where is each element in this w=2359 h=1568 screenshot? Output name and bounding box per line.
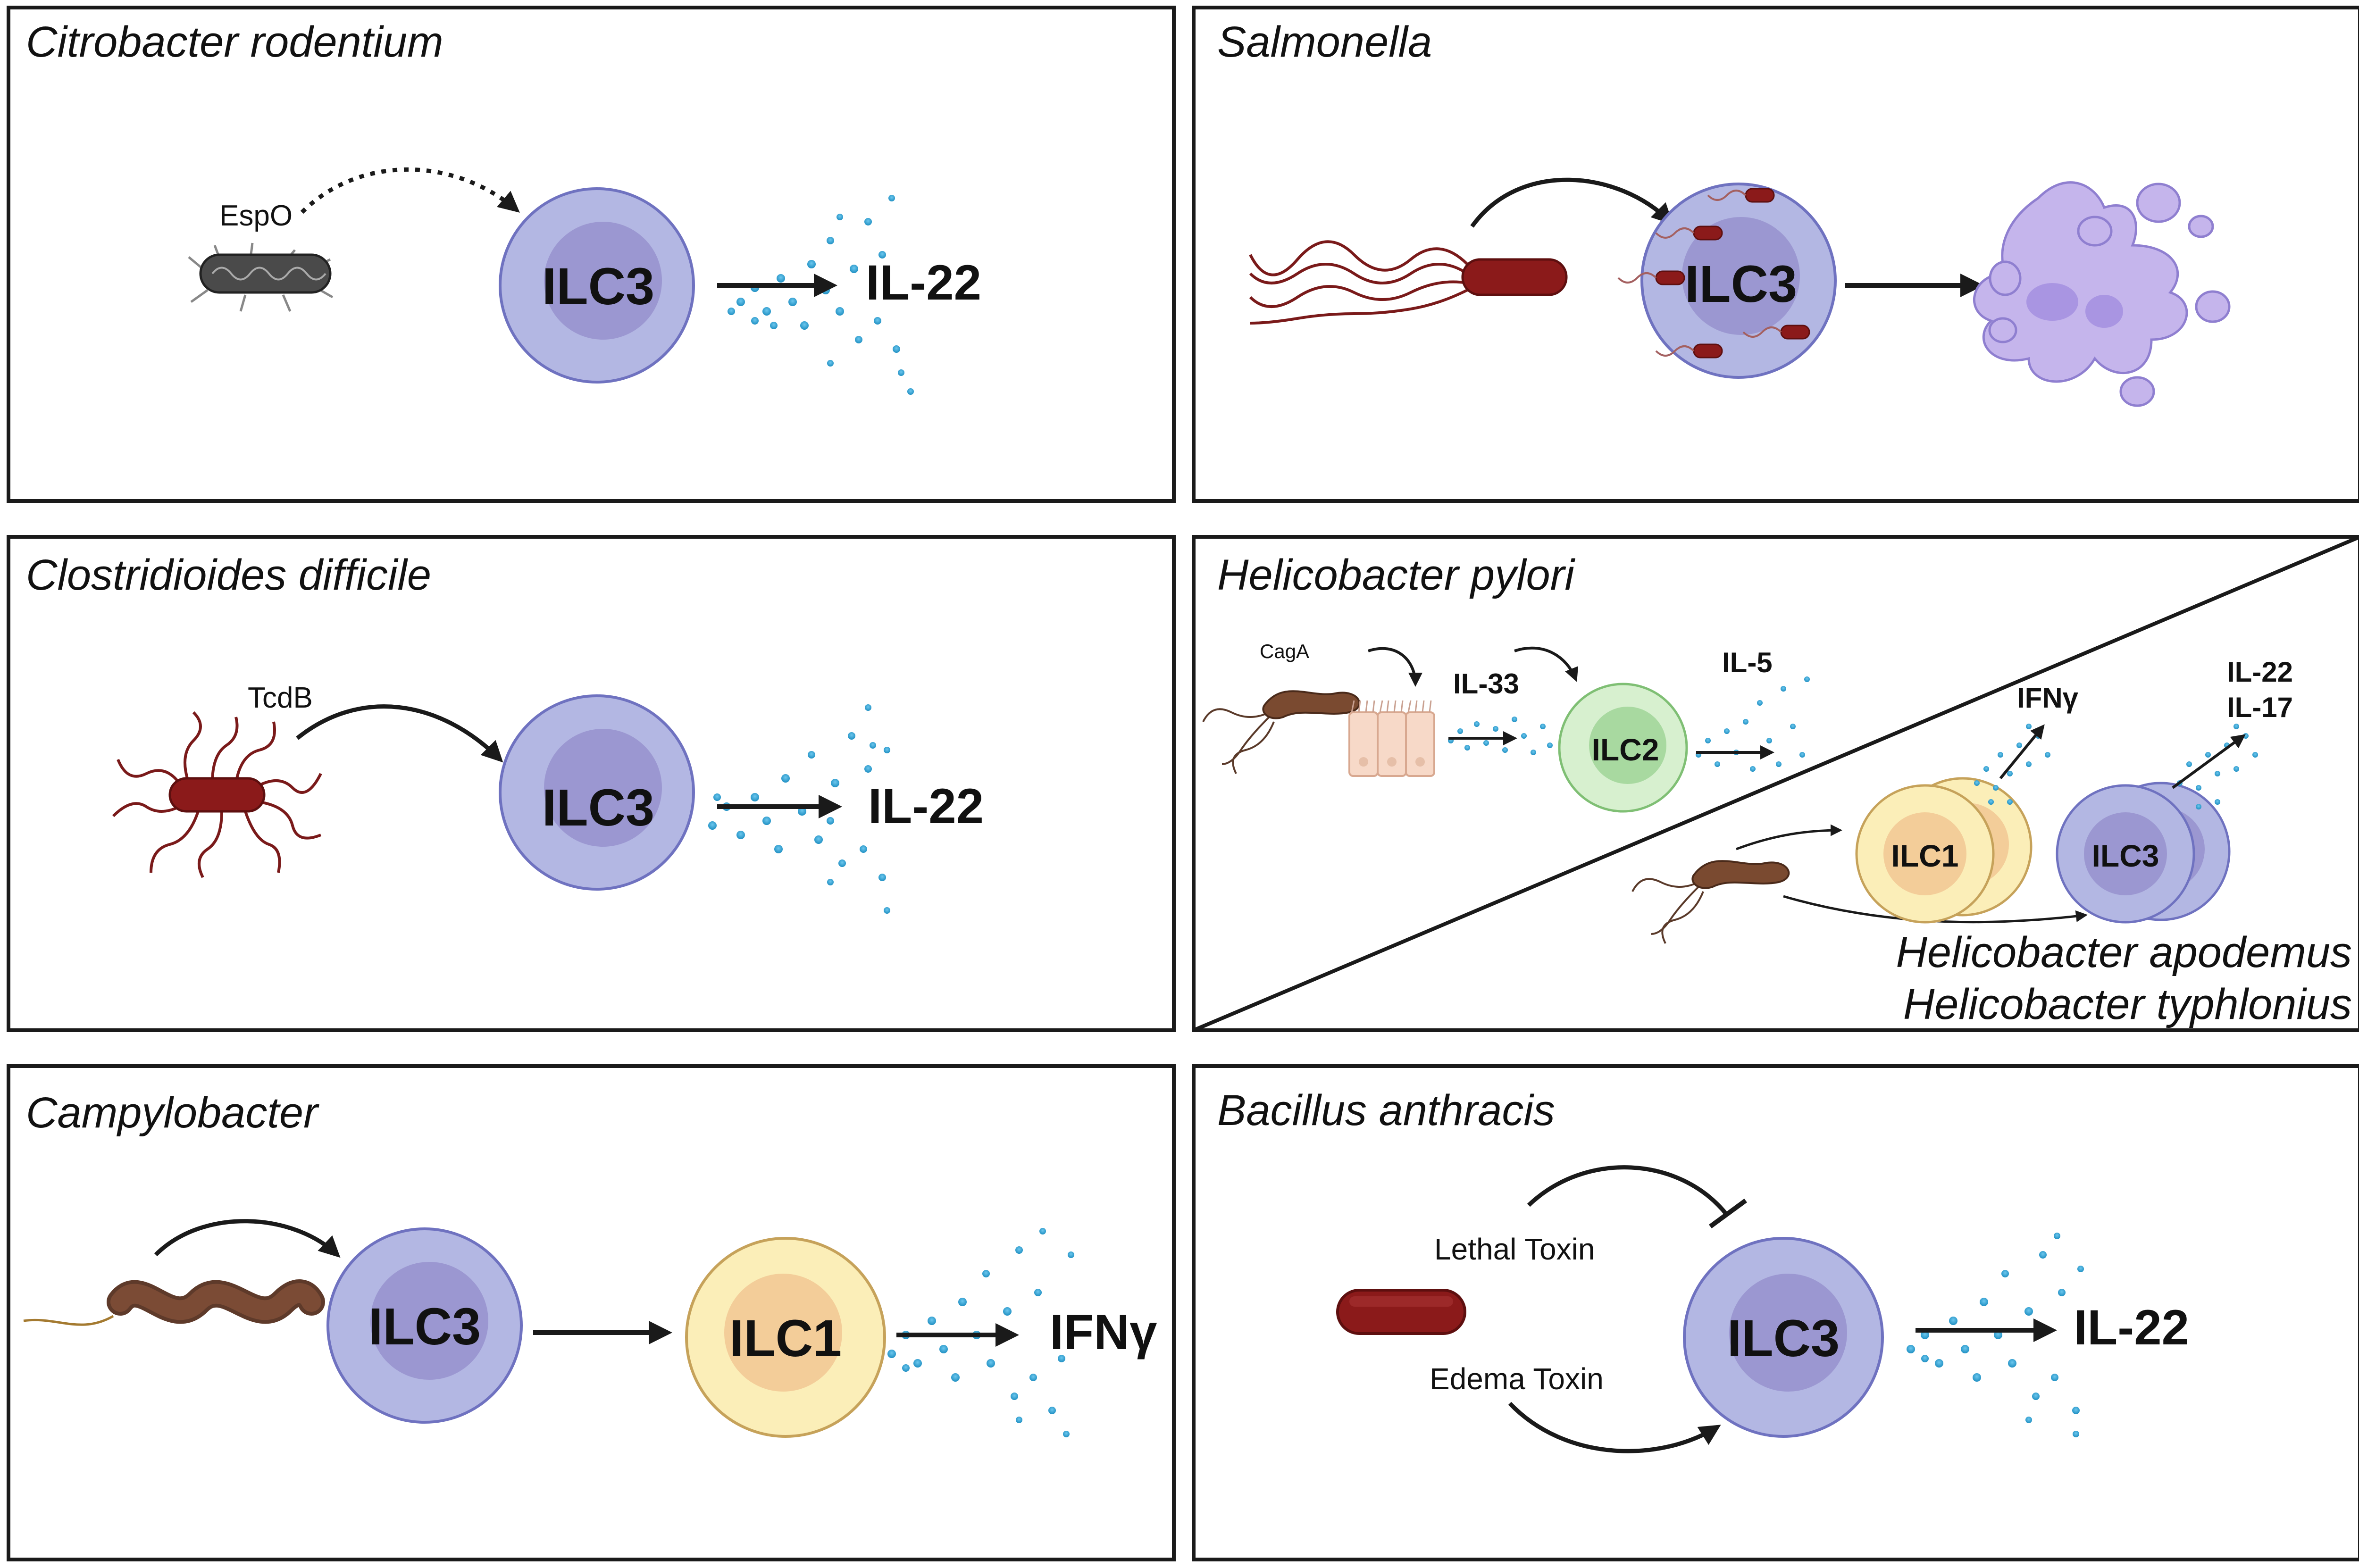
- cell-label: ILC3: [1727, 1309, 1840, 1368]
- alarmin-to-ilc2-arrow: [1514, 646, 1578, 682]
- to-ilc3-arrow: [1783, 895, 2088, 924]
- inhibition-arrow: [1527, 1165, 1729, 1216]
- cytokine-label: IL-22: [2074, 1300, 2189, 1355]
- cell-label: ILC3: [2091, 838, 2159, 873]
- panel-title: Campylobacter: [26, 1089, 319, 1137]
- panel-campylobacter: Campylobacter ILC3 ILC1 IFNγ: [7, 1064, 1176, 1561]
- panel-salmonella: Salmonella ILC3: [1192, 6, 2359, 503]
- panel-anthracis: Bacillus anthracis Lethal Toxin Edema To…: [1192, 1064, 2359, 1561]
- flagellated-bacterium-icon: [1249, 240, 1568, 325]
- cell-label: ILC3: [542, 779, 654, 837]
- induction-arrow: [300, 167, 520, 214]
- helicobacter-bacterium-icon: [1631, 860, 1790, 944]
- dying-cell-icon: [1973, 181, 2231, 407]
- peritrichous-bacterium-icon: [112, 711, 322, 878]
- inhibition-bar: [1709, 1198, 1747, 1229]
- cytokine-label: IL-5: [1722, 647, 1773, 678]
- activation-arrow: [154, 1219, 341, 1258]
- epithelium-icon: [1348, 700, 1435, 777]
- toxin-label: TcdB: [248, 682, 313, 714]
- spiral-bacterium-icon: [23, 1279, 325, 1326]
- toxin-label-lethal: Lethal Toxin: [1434, 1232, 1595, 1266]
- ilc3-cell-pair: ILC3: [2056, 782, 2231, 924]
- infected-ilc3-cell: ILC3: [1617, 183, 1837, 379]
- h-pylori-bacterium-icon: [1202, 690, 1361, 774]
- cell-label: ILC1: [729, 1309, 842, 1368]
- ilc3-cell: ILC3: [499, 187, 695, 384]
- toxin-arrow: [296, 704, 503, 763]
- ilc2-cell: ILC2: [1558, 683, 1688, 813]
- to-ilc1-arrow: [1736, 824, 1842, 851]
- activation-arrow: [1508, 1401, 1721, 1453]
- panel-title: Citrobacter rodentium: [26, 18, 443, 66]
- ilc3-cell: ILC3: [326, 1227, 523, 1424]
- cytokine-label: IFNγ: [2017, 682, 2079, 714]
- toxin-label: EspO: [219, 200, 293, 232]
- ilc3-cell: ILC3: [499, 694, 695, 891]
- toxin-label-edema: Edema Toxin: [1430, 1362, 1604, 1396]
- panel-cdifficile: Clostridioides difficile TcdB ILC3 IL-22: [7, 535, 1176, 1032]
- ilc3-cell: ILC3: [1683, 1237, 1884, 1438]
- il22-il17-arrow: [2172, 734, 2246, 789]
- ilc1-cell-pair: ILC1: [1855, 777, 2033, 924]
- toxin-arrow: [1368, 647, 1422, 687]
- cell-label: ILC1: [1891, 838, 1958, 873]
- cytokine-label: IL-22: [868, 779, 984, 834]
- panel-title: Salmonella: [1217, 18, 1432, 66]
- cell-label: ILC3: [542, 258, 654, 316]
- diagonal-divider: [1193, 535, 2359, 1032]
- cell-label: ILC2: [1591, 732, 1659, 767]
- bacterium-icon: [188, 242, 334, 312]
- cell-label: ILC3: [1685, 255, 1797, 313]
- panel-hpylori: Helicobacter pylori CagA IL-33 ILC2: [1192, 535, 2359, 1032]
- toxin-label: CagA: [1260, 640, 1309, 662]
- panel-title: Clostridioides difficile: [26, 551, 431, 599]
- ifng-arrow: [1999, 724, 2045, 779]
- cytokine-dots: [1907, 1233, 2084, 1437]
- cytokine-label-il22: IL-22: [2227, 656, 2293, 688]
- species-label-1: Helicobacter apodemus: [1896, 928, 2352, 976]
- cytokine-label-il17: IL-17: [2227, 692, 2293, 723]
- panel-title: Helicobacter pylori: [1217, 551, 1575, 599]
- ilc1-cell: ILC1: [685, 1237, 886, 1438]
- cytokine-dots-ifng: [1974, 724, 2050, 805]
- cytokine-label: IFNγ: [1050, 1305, 1157, 1360]
- invasion-arrow: [1470, 177, 1673, 228]
- cytokine-label: IL-22: [866, 255, 981, 310]
- panel-title: Bacillus anthracis: [1217, 1086, 1555, 1134]
- cytokine-dots-il33: [1448, 717, 1553, 755]
- rod-bacterium-icon: [1336, 1289, 1466, 1335]
- species-label-2: Helicobacter typhlonius: [1903, 980, 2352, 1028]
- cell-label: ILC3: [368, 1298, 481, 1356]
- panel-citrobacter: Citrobacter rodentium EspO ILC3 IL-22: [7, 6, 1176, 503]
- alarmin-label: IL-33: [1453, 668, 1519, 700]
